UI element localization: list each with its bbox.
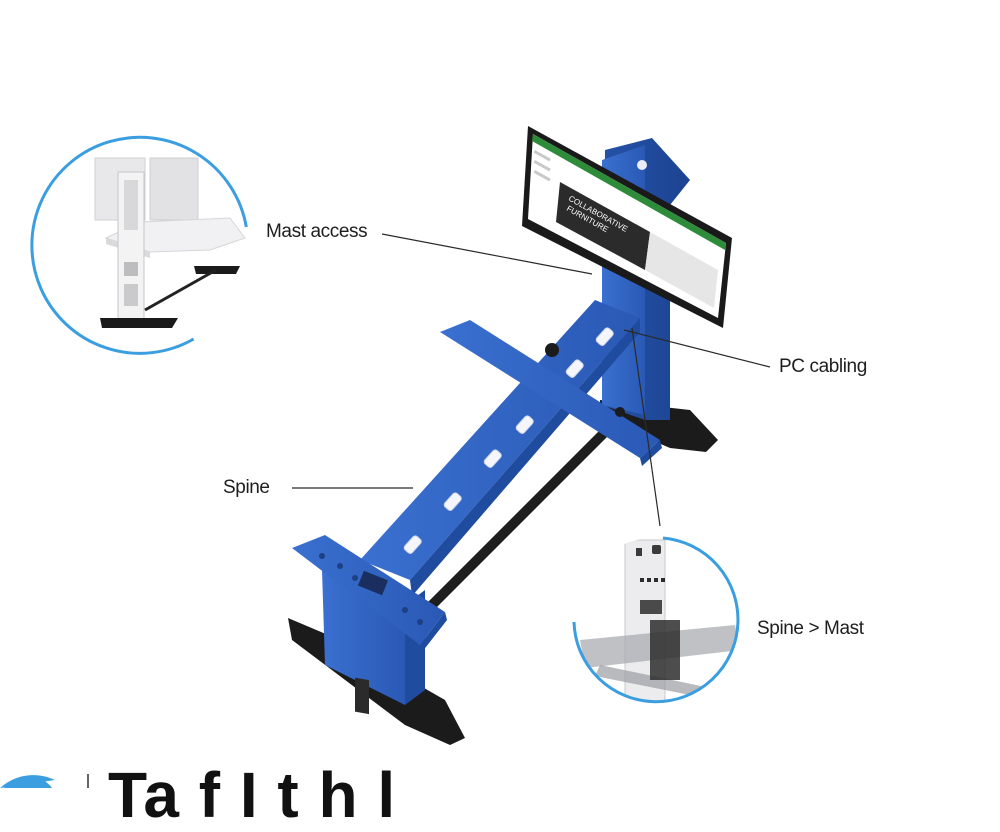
inset-mast-closeup (30, 135, 248, 355)
inset-spine-mast (572, 536, 740, 704)
label-spine: Spine (223, 477, 270, 498)
label-pc-cabling: PC cabling (779, 356, 867, 377)
label-spine-mast: Spine > Mast (757, 618, 864, 639)
bottom-heading-cropped: Ta f I t h l (108, 759, 397, 831)
spine-mast-leader (631, 327, 661, 527)
mast-access-leader (381, 233, 593, 275)
pc-cabling-leader (623, 329, 771, 368)
desk-diagram: COLLABORATIVE FURNITURE (0, 126, 771, 788)
leader-lines (292, 233, 771, 527)
bottom-badge (4, 776, 52, 788)
label-mast-access: Mast access (266, 221, 368, 242)
monitor: COLLABORATIVE FURNITURE (522, 126, 732, 328)
